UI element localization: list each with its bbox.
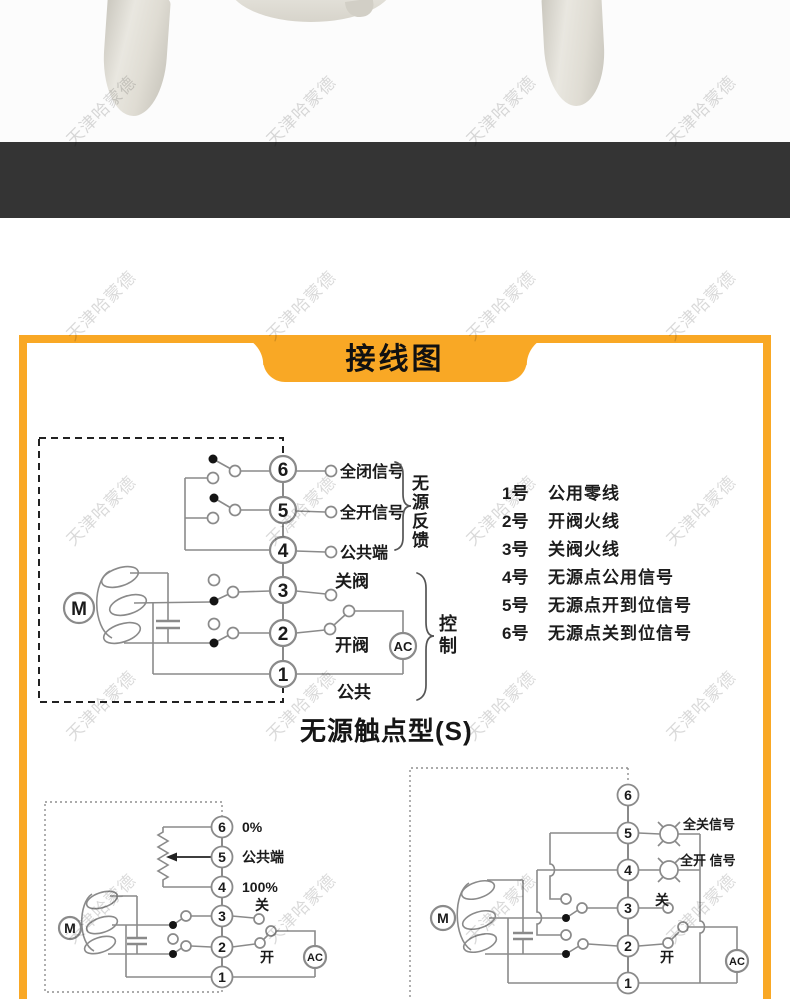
label-full-open-signal: 全开 信号 — [679, 853, 736, 868]
label-open: 开 — [660, 949, 674, 965]
capacitor-icon — [513, 931, 533, 941]
svg-text:4: 4 — [278, 541, 289, 562]
label-0-percent: 0% — [242, 819, 263, 835]
terminal-4: 4 — [210, 875, 234, 899]
label-full-close-signal: 全闭信号 — [339, 462, 404, 481]
terminal-5: 5 — [210, 845, 234, 869]
svg-text:5: 5 — [218, 849, 226, 865]
svg-text:1: 1 — [278, 665, 289, 686]
label-open: 开 — [260, 949, 274, 965]
actuator-boundary-dashed — [38, 437, 284, 703]
label-close: 关 — [255, 897, 269, 913]
motor-icon: M — [62, 591, 96, 625]
svg-text:2: 2 — [624, 938, 632, 954]
terminal-2: 2 — [268, 618, 298, 648]
terminal-4: 4 — [616, 858, 640, 882]
svg-text:6: 6 — [278, 460, 289, 481]
valve-flange-left — [99, 0, 172, 119]
svg-text:5: 5 — [278, 501, 289, 522]
label-full-close-signal: 全关信号 — [682, 817, 735, 832]
onoff-wiring-diagram: M AC 6 5 4 3 2 1 全关信号 全开 信号 关 开 — [409, 767, 750, 999]
list-item: 6号无源点关到位信号 — [502, 623, 692, 643]
svg-text:AC: AC — [307, 952, 323, 964]
motor-winding — [456, 879, 498, 954]
product-photo — [0, 0, 790, 142]
feedback-brace — [394, 461, 412, 551]
motor-winding — [81, 890, 119, 955]
label-full-open-signal: 全开信号 — [339, 503, 404, 522]
label-common-terminal: 公共端 — [340, 543, 388, 562]
svg-text:AC: AC — [729, 956, 745, 968]
label-100-percent: 100% — [242, 879, 278, 895]
label-passive-feedback-group: 无源反馈 — [409, 474, 428, 550]
potentiometer-wiring-diagram: M AC 6 5 4 3 2 1 0% 公共端 100% 关 开 — [44, 801, 328, 993]
passive-contact-wiring-diagram: M AC 6 5 4 3 2 1 全闭信号 全开信号 公共端 关阀 开阀 公共 — [38, 437, 435, 703]
list-item: 4号无源点公用信号 — [502, 567, 674, 587]
svg-text:4: 4 — [218, 879, 226, 895]
label-common-terminal: 公共端 — [242, 849, 284, 865]
svg-text:3: 3 — [624, 900, 632, 916]
svg-text:M: M — [64, 920, 76, 936]
ac-power-icon: AC — [724, 948, 750, 974]
svg-text:6: 6 — [218, 819, 226, 835]
terminal-6: 6 — [616, 783, 640, 807]
svg-text:2: 2 — [218, 939, 226, 955]
svg-text:4: 4 — [624, 862, 632, 878]
terminal-1: 1 — [268, 659, 298, 689]
terminal-1: 1 — [210, 965, 234, 989]
terminal-3: 3 — [616, 896, 640, 920]
capacitor-icon — [156, 619, 180, 630]
list-item: 2号开阀火线 — [502, 511, 620, 531]
ac-label: AC — [394, 639, 413, 654]
list-item: 3号关阀火线 — [502, 539, 620, 559]
divider-band — [0, 142, 790, 218]
label-open-valve: 开阀 — [335, 635, 369, 655]
motor-label: M — [71, 599, 87, 620]
ac-power-icon: AC — [388, 631, 418, 661]
terminal-description-list: 1号公用零线 2号开阀火线 3号关阀火线 4号无源点公用信号 5号无源点开到位信… — [502, 477, 692, 645]
label-control-group: 控制 — [437, 614, 457, 658]
svg-text:1: 1 — [218, 969, 226, 985]
wiring-section-box — [19, 335, 771, 999]
terminal-5: 5 — [268, 495, 298, 525]
wiper-arrow-icon — [166, 852, 211, 862]
list-item: 1号公用零线 — [502, 483, 620, 503]
svg-text:M: M — [437, 910, 449, 926]
terminal-3: 3 — [268, 575, 298, 605]
lamp-icon — [657, 821, 681, 847]
motor-icon: M — [429, 904, 457, 932]
control-brace — [416, 572, 435, 701]
section-title: 接线图 — [345, 343, 445, 376]
terminal-6: 6 — [268, 454, 298, 484]
label-close: 关 — [655, 892, 669, 908]
terminal-5: 5 — [616, 821, 640, 845]
ac-power-icon: AC — [302, 944, 328, 970]
motor-icon: M — [57, 915, 83, 941]
svg-text:1: 1 — [624, 975, 632, 991]
terminal-2: 2 — [210, 935, 234, 959]
terminal-6: 6 — [210, 815, 234, 839]
diagram-caption: 无源触点型(S) — [300, 716, 473, 746]
capacitor-icon — [127, 936, 147, 946]
potentiometer-icon — [156, 827, 170, 887]
svg-text:2: 2 — [278, 624, 289, 645]
terminal-1: 1 — [616, 971, 640, 995]
lamp-icon — [657, 857, 681, 883]
svg-text:3: 3 — [278, 581, 289, 602]
svg-text:5: 5 — [624, 825, 632, 841]
section-banner: 接线图 — [234, 335, 556, 382]
list-item: 5号无源点开到位信号 — [502, 595, 692, 615]
valve-flange-right — [540, 0, 608, 108]
svg-text:6: 6 — [624, 787, 632, 803]
terminal-4: 4 — [268, 535, 298, 565]
svg-text:3: 3 — [218, 908, 226, 924]
label-common: 公共 — [337, 683, 371, 702]
terminal-2: 2 — [616, 934, 640, 958]
label-close-valve: 关阀 — [335, 571, 369, 591]
motor-winding — [95, 565, 148, 645]
terminal-3: 3 — [210, 904, 234, 928]
